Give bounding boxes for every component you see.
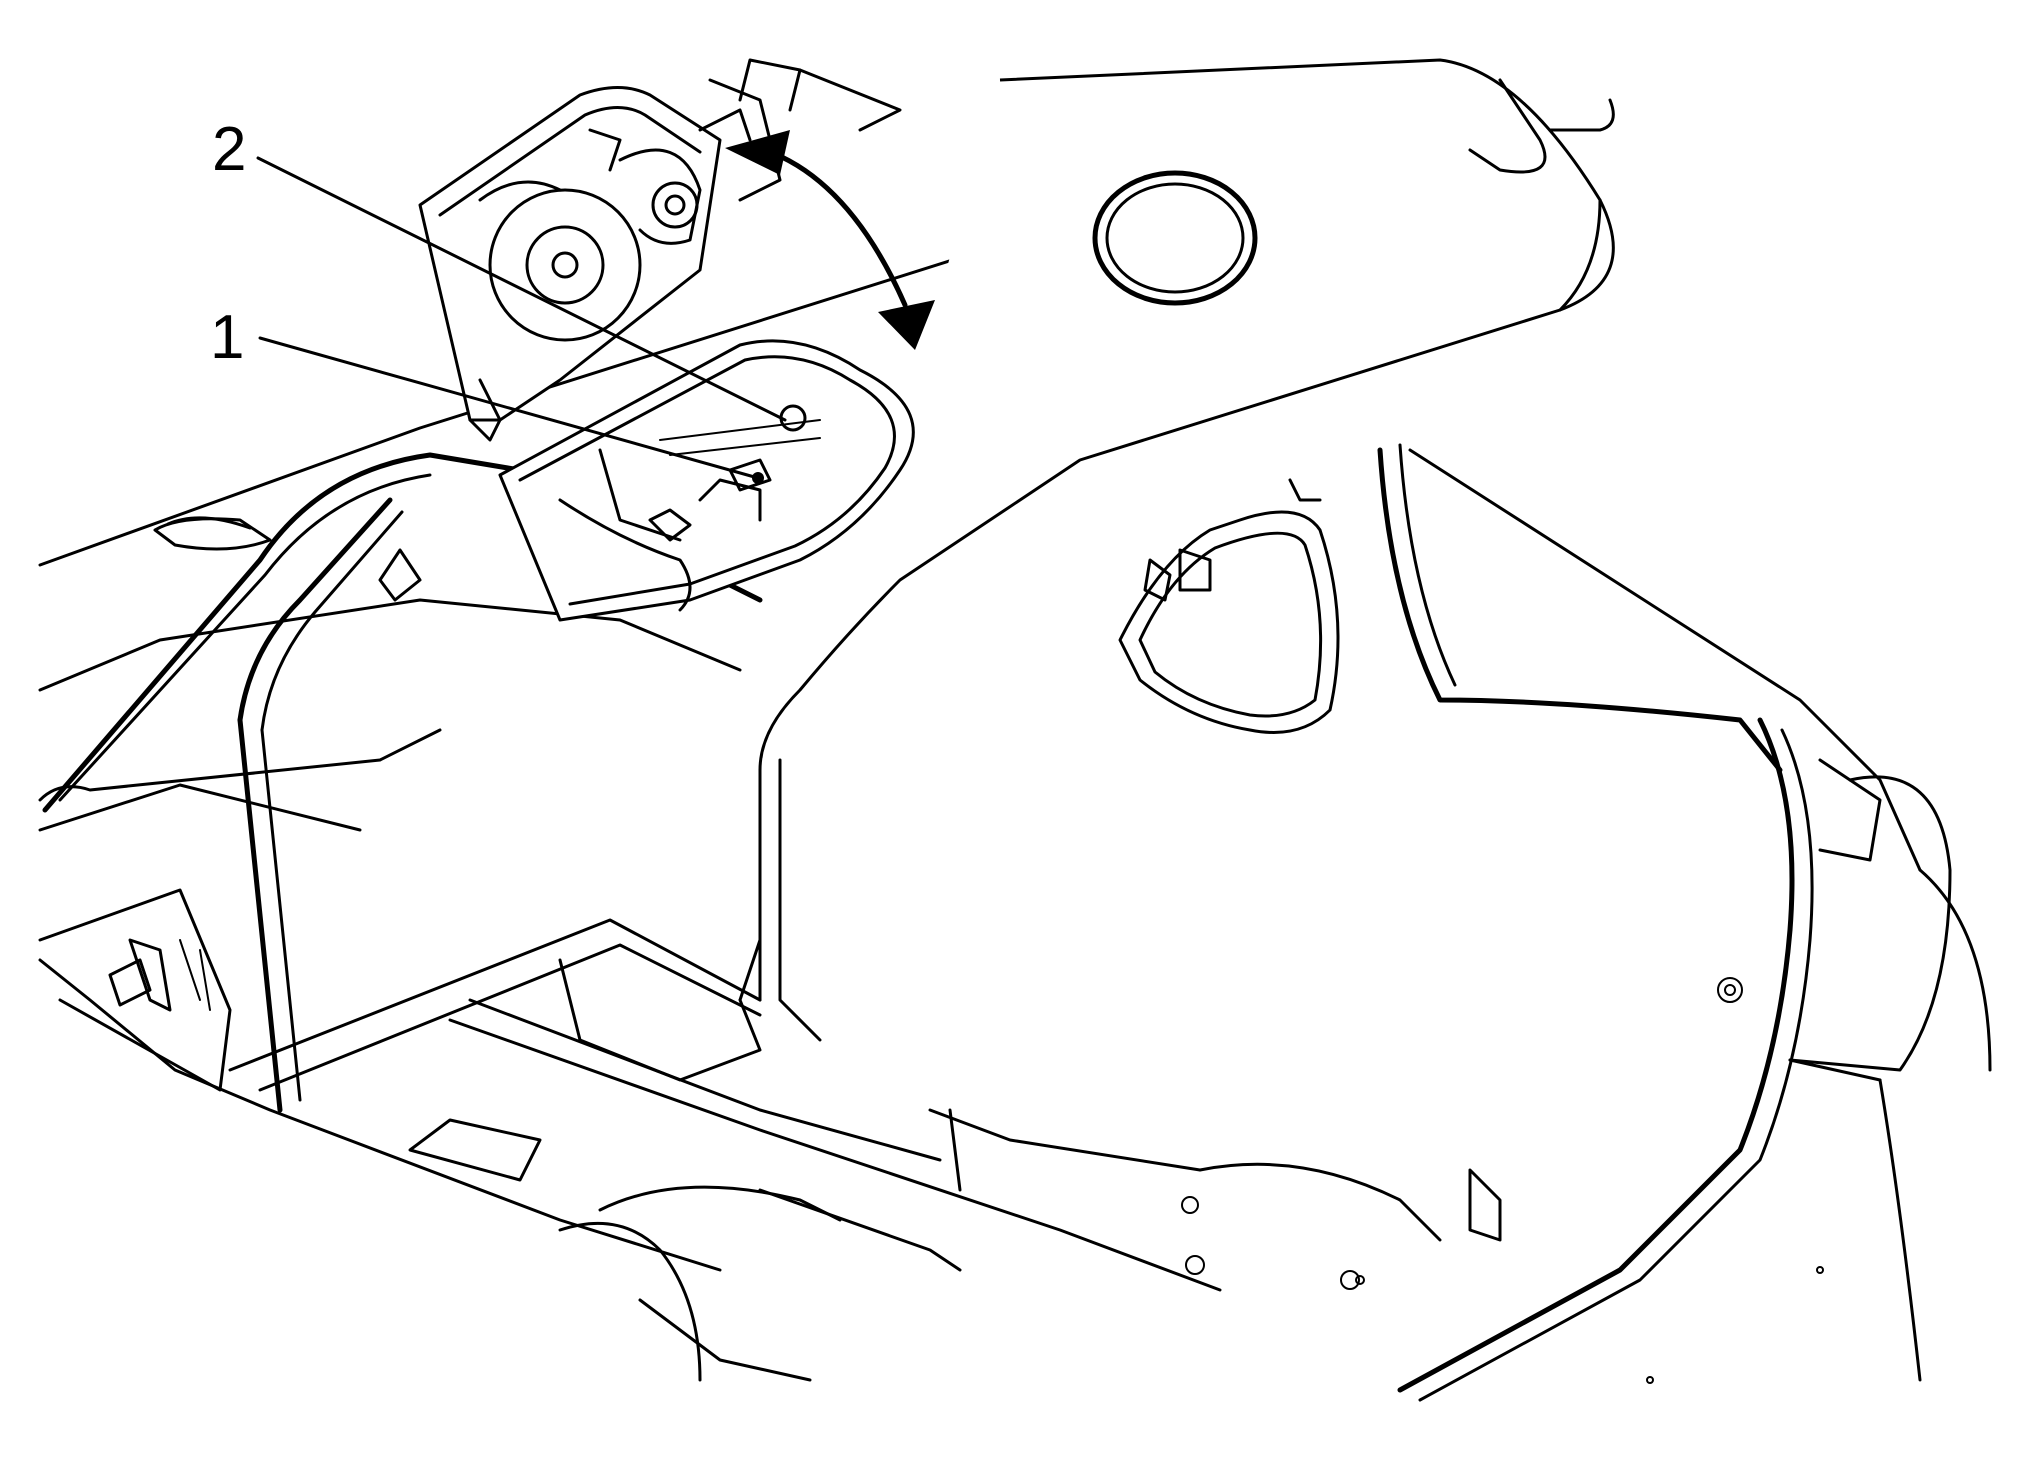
lid-inner-panel — [498, 339, 915, 622]
callout-2-label: 2 — [212, 115, 246, 184]
callout-1-label: 1 — [210, 303, 244, 372]
deck-lid — [738, 58, 1615, 1042]
callout-2: 2 — [212, 115, 787, 422]
rear-deck-body — [38, 243, 1002, 832]
trunk-floor — [228, 918, 1502, 1382]
lid-motion-arrow — [725, 130, 935, 350]
left-weatherstrip — [42, 452, 763, 1113]
callout-1-leader — [258, 336, 760, 480]
callout-2-leader — [256, 156, 787, 422]
left-rear-quarter — [38, 888, 722, 1272]
lid-underside — [1118, 478, 1340, 734]
right-weatherstrip — [1377, 443, 1882, 1402]
right-rear-quarter — [1408, 448, 1992, 1384]
callout-1-target — [752, 472, 764, 484]
callout-1: 1 — [210, 303, 764, 484]
